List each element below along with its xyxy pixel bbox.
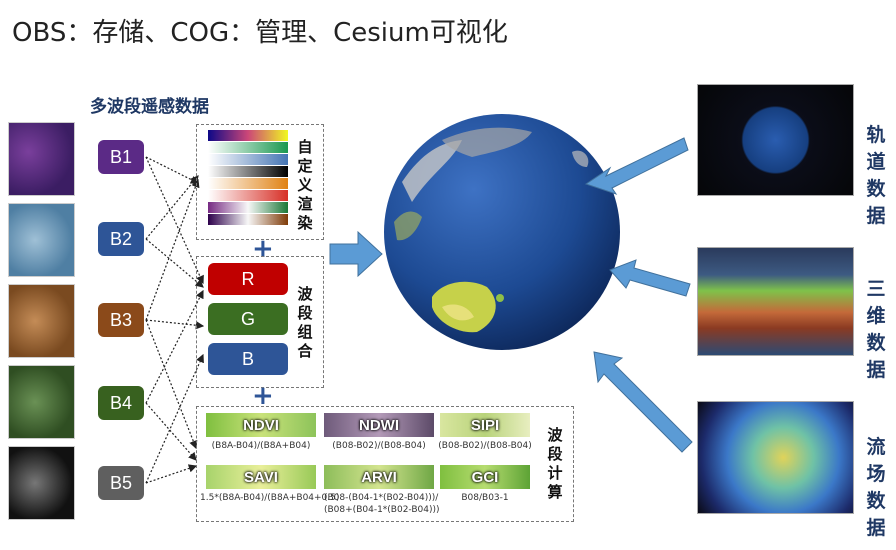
band-combo-label: 波段组合 (297, 285, 313, 360)
section-subtitle: 多波段遥感数据 (90, 97, 209, 117)
formula-gci: B08/B03-1 (461, 493, 509, 503)
index-arvi: ARVI (324, 465, 434, 489)
plus-icon: + (252, 381, 274, 411)
band-b3: B3 (98, 303, 144, 337)
custom-render-label: 自定义渲染 (297, 138, 313, 232)
band-b4: B4 (98, 386, 144, 420)
band-calc-box (196, 406, 574, 522)
arrow-from-orbit-icon (584, 137, 689, 195)
terrain-3d-image (697, 247, 854, 356)
band-image-b1 (8, 122, 75, 196)
flow-data-label: 流场数据 (866, 436, 886, 539)
orbit-data-label: 轨道数据 (866, 124, 886, 227)
arrow-to-globe-icon (329, 230, 383, 278)
band-b2: B2 (98, 222, 144, 256)
arrow-from-flow-icon (593, 351, 693, 453)
rgb-b: B (208, 343, 288, 375)
index-ndwi: NDWI (324, 413, 434, 437)
plus-icon: + (252, 234, 274, 264)
band-combo-box (196, 256, 324, 388)
rgb-g: G (208, 303, 288, 335)
band-b1: B1 (98, 140, 144, 174)
formula-arvi: (B08-(B04-1*(B02-B04)))/ (324, 493, 439, 503)
formula-savi: 1.5*(B8A-B04)/(B8A+B04+0.5) (200, 493, 340, 503)
band-image-b5 (8, 446, 75, 520)
flow-field-image (697, 401, 854, 514)
formula-sipi: (B08-B02)/(B08-B04) (438, 441, 532, 451)
globe (384, 114, 620, 350)
custom-render-box (196, 124, 324, 240)
index-sipi: SIPI (440, 413, 530, 437)
formula-ndvi: (B8A-B04)/(B8A+B04) (211, 441, 311, 451)
page-title: OBS：存储、COG：管理、Cesium可视化 (12, 18, 508, 48)
index-gci: GCI (440, 465, 530, 489)
index-ndvi: NDVI (206, 413, 316, 437)
band-image-b4 (8, 365, 75, 439)
band-image-b2 (8, 203, 75, 277)
index-savi: SAVI (206, 465, 316, 489)
color-ramps (208, 130, 288, 225)
formula-ndwi: (B08-B02)/(B08-B04) (332, 441, 426, 451)
arrow-from-terrain-icon (609, 259, 691, 297)
orbit-image (697, 84, 854, 196)
rgb-r: R (208, 263, 288, 295)
3d-data-label: 三维数据 (866, 278, 886, 381)
band-image-b3 (8, 284, 75, 358)
formula-arvi-line2: (B08+(B04-1*(B02-B04))) (324, 505, 440, 515)
band-b5: B5 (98, 466, 144, 500)
band-calc-label: 波段计算 (547, 426, 563, 501)
